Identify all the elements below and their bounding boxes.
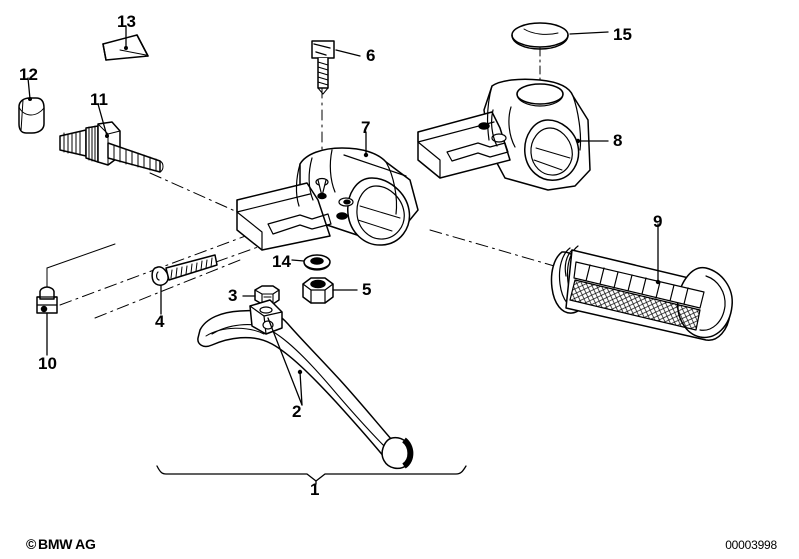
construction-lines (46, 243, 116, 301)
copyright-symbol: © (26, 536, 37, 552)
part-12-rubber-boot (18, 97, 45, 134)
copyright-notice: ©BMW AG (26, 536, 96, 552)
callout-8[interactable]: 8 (613, 131, 623, 150)
copyright-text: BMW AG (38, 536, 96, 552)
callout-14[interactable]: 14 (272, 252, 291, 271)
callout-2[interactable]: 2 (292, 402, 302, 421)
leader-lines (27, 25, 661, 485)
callout-5[interactable]: 5 (362, 280, 372, 299)
part-5-hex-nut (302, 277, 334, 304)
callout-15[interactable]: 15 (613, 25, 632, 44)
part-15-oval-cap (511, 22, 569, 50)
callout-7[interactable]: 7 (361, 118, 371, 137)
callout-1[interactable]: 1 (310, 480, 320, 499)
part-4-clamp-screw (151, 254, 218, 286)
callout-3[interactable]: 3 (228, 286, 238, 305)
part-11-cable-adjuster (59, 121, 164, 173)
callout-6[interactable]: 6 (366, 46, 376, 65)
callout-12[interactable]: 12 (19, 65, 38, 84)
part-1-assembly-bracket (156, 465, 467, 482)
part-14-washer (303, 254, 331, 271)
part-6-slotted-screw (311, 40, 335, 95)
callout-13[interactable]: 13 (117, 12, 136, 31)
part-10-adjuster-cap (36, 286, 58, 314)
callout-9[interactable]: 9 (653, 212, 663, 231)
part-7-lever-housing-left (236, 147, 419, 251)
callout-10[interactable]: 10 (38, 354, 57, 373)
drawing-number: 00003998 (725, 538, 777, 552)
callout-11[interactable]: 11 (90, 90, 108, 109)
part-2-hand-lever (197, 299, 414, 470)
callout-4[interactable]: 4 (155, 312, 165, 331)
part-9-handlebar-grip (550, 245, 733, 341)
part-8-lever-housing-right (417, 78, 591, 191)
